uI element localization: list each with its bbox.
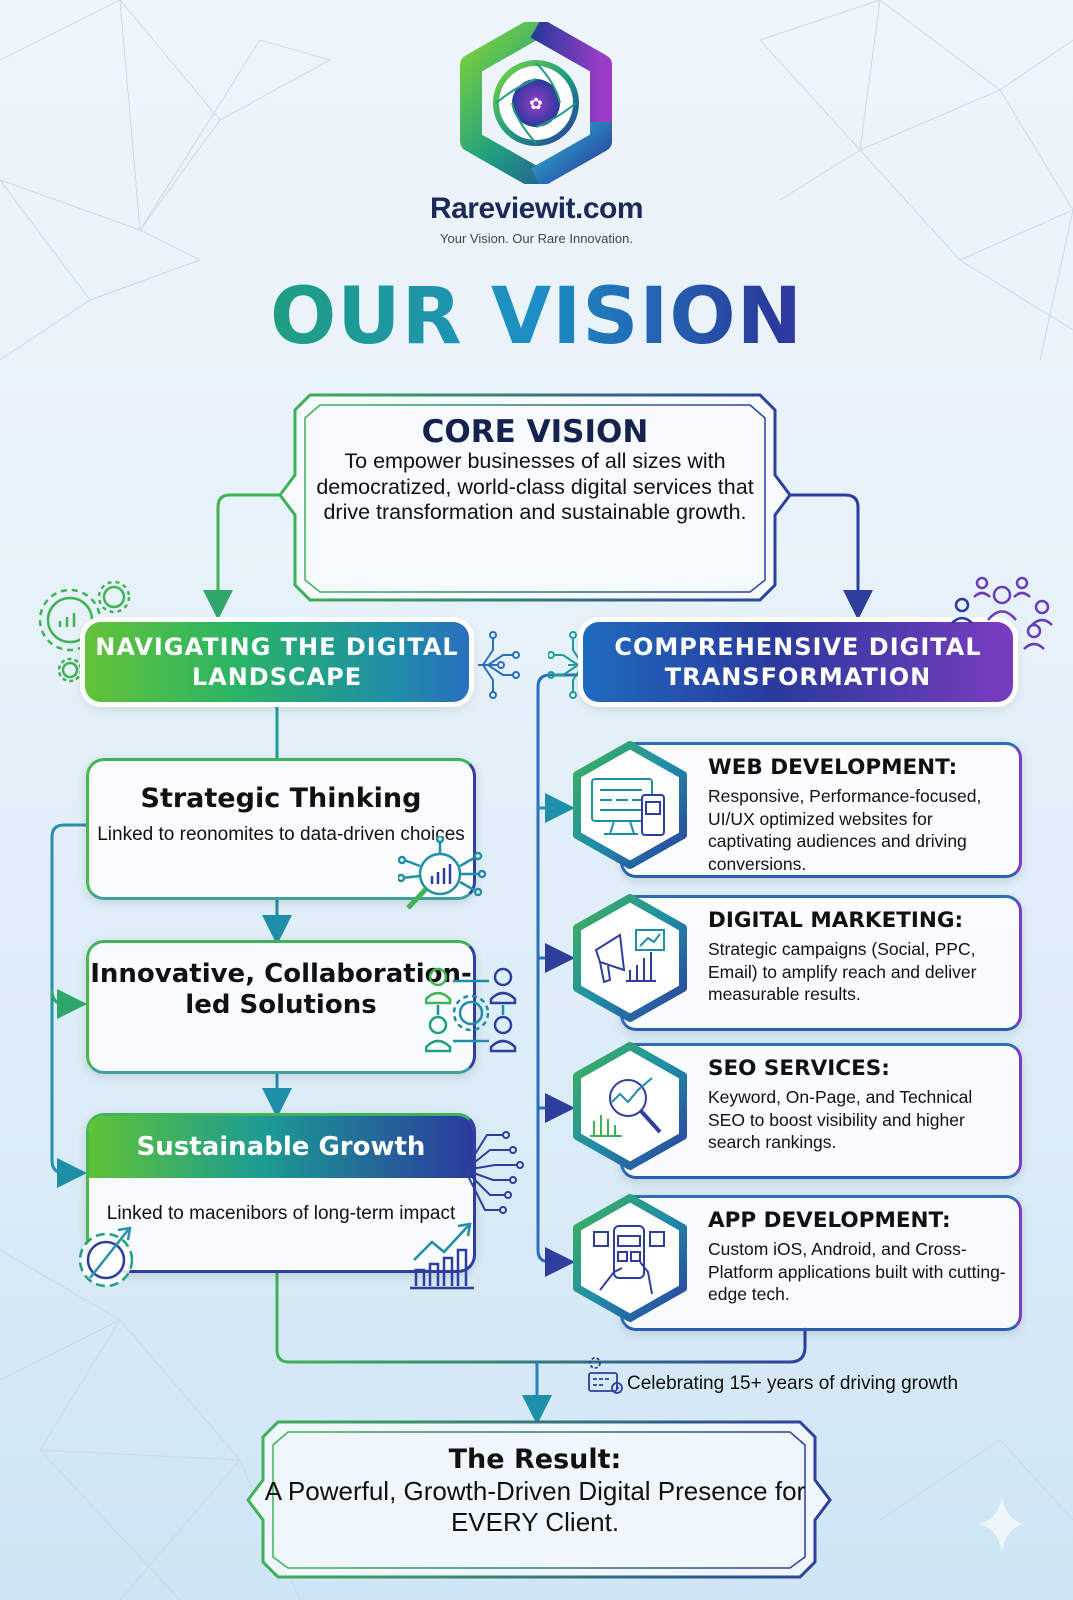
monitor-phone-icon: [591, 778, 665, 836]
card-subtitle: Linked to macenibors of long-term impact: [106, 1203, 456, 1224]
brand-name: Rareviewit.com: [429, 192, 644, 225]
people-network-icon: [950, 575, 1055, 660]
service-description: Keyword, On-Page, and Technical SEO to b…: [708, 1087, 973, 1152]
service-title: APP DEVELOPMENT:: [708, 1208, 951, 1233]
service-description: Responsive, Performance-focused, UI/UX o…: [708, 786, 982, 874]
milestone-text: Celebrating 15+ years of driving growth: [627, 1373, 959, 1394]
brand-logo[interactable]: ✿: [455, 17, 617, 189]
hexagon-aperture-brain-logo-icon: ✿: [460, 17, 612, 189]
calendar-gear-icon: [585, 1355, 625, 1400]
svg-text:✿: ✿: [529, 94, 542, 113]
circuit-icon: [478, 630, 523, 705]
service-title: WEB DEVELOPMENT:: [708, 755, 958, 780]
magnifier-analytics-icon: [590, 1077, 662, 1137]
core-vision-body: To empower businesses of all sizes with …: [316, 449, 754, 524]
brand-tagline: Your Vision. Our Rare Innovation.: [440, 231, 633, 246]
magnifier-chart-circuit-icon: [396, 834, 488, 921]
circuit-icon: [464, 1125, 525, 1225]
gears-chart-icon: [30, 575, 135, 690]
card-subtitle: Linked to reonomites to data-driven choi…: [97, 824, 465, 845]
card-sustainable-growth: Sustainable Growth Linked to macenibors …: [86, 1113, 476, 1273]
page-title: OUR VISION: [0, 272, 1073, 362]
team-gear-icon: [424, 965, 517, 1058]
result-title: The Result:: [448, 1444, 622, 1475]
card-title: Innovative, Collaboration-led Solutions: [90, 959, 472, 1020]
service-title: DIGITAL MARKETING:: [708, 908, 964, 933]
core-vision-title: CORE VISION: [421, 414, 649, 450]
card-title: Strategic Thinking: [140, 783, 422, 814]
service-card-seo-services: SEO SERVICES: Keyword, On-Page, and Tech…: [620, 1043, 1022, 1179]
sparkle-icon: [978, 1497, 1024, 1552]
circuit-icon: [547, 630, 588, 705]
service-description: Custom iOS, Android, and Cross-Platform …: [708, 1239, 1006, 1304]
service-title: SEO SERVICES:: [708, 1056, 890, 1081]
result-body: A Powerful, Growth-Driven Digital Presen…: [264, 1476, 806, 1537]
card-innovative-solutions: Innovative, Collaboration-led Solutions: [86, 940, 476, 1074]
service-description: Strategic campaigns (Social, PPC, Email)…: [708, 939, 977, 1004]
hand-phone-icon: [593, 1225, 665, 1295]
growth-bar-chart-icon: [410, 1220, 478, 1295]
banner-comprehensive-digital-transformation: COMPREHENSIVE DIGITAL TRANSFORMATION: [583, 622, 1013, 702]
megaphone-chart-icon: [594, 929, 665, 984]
banner-navigating-digital-landscape: NAVIGATING THE DIGITAL LANDSCAPE: [85, 622, 469, 702]
card-title: Sustainable Growth: [89, 1116, 473, 1178]
gear-wrench-arrow-icon: [68, 1218, 148, 1303]
